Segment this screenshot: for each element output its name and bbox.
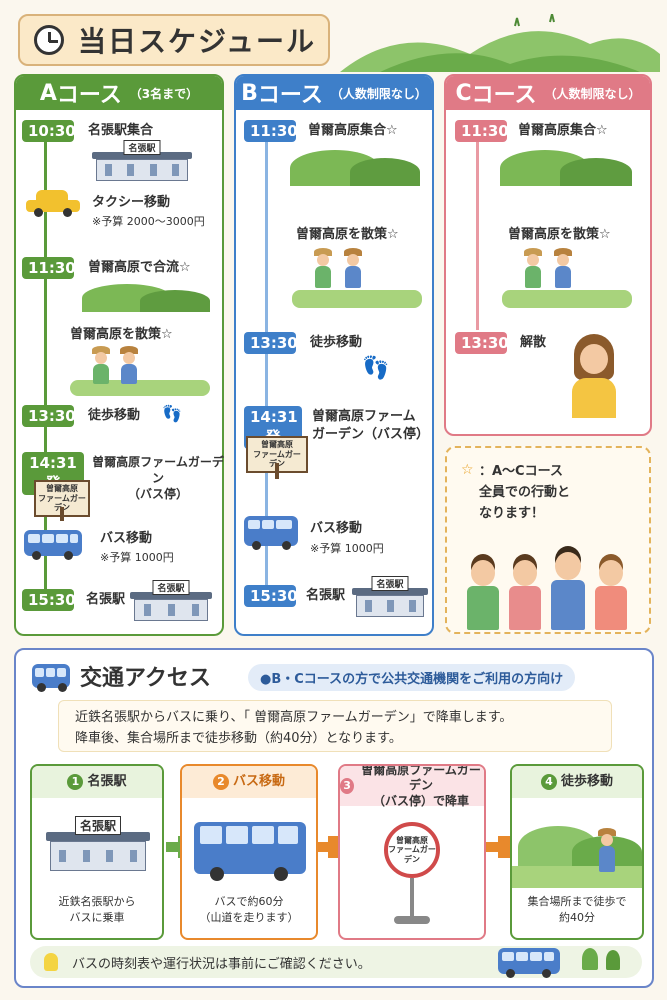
a-step-bus: バス移動 <box>100 531 153 546</box>
waving-girl-illustration <box>560 334 630 418</box>
b-time-1330: 13:30 <box>244 332 298 354</box>
course-b-limit: （人数制限なし） <box>330 86 427 101</box>
course-a-letter: A <box>39 80 57 106</box>
a-bus-icon <box>24 530 82 560</box>
group-people-illustration <box>459 546 639 630</box>
b-nabari-station-icon: 名張駅 <box>352 576 428 617</box>
footer-bus-icon <box>498 948 560 978</box>
a-nabari-station-end-icon: 名張駅 <box>130 580 212 621</box>
a-time-1530: 15:30 <box>22 589 76 611</box>
footprints-icon: 👣 <box>162 404 182 423</box>
access-target-badge: ●B・Cコースの方で公共交通機関をご利用の方向け <box>248 664 576 691</box>
a-time-1330: 13:30 <box>22 405 76 427</box>
b-step-walk-plateau: 曽爾高原を散策☆ <box>296 227 399 242</box>
course-c-letter: C <box>455 80 472 106</box>
b-time-1130: 11:30 <box>244 120 298 142</box>
access-step-2-caption: バスで約60分 （山道を走ります） <box>199 895 299 925</box>
clock-icon <box>34 25 64 55</box>
a-step-meet: 名張駅集合 <box>88 123 154 138</box>
b-step-meet: 曽爾高原集合☆ <box>308 123 398 138</box>
arrow-3-icon <box>486 836 512 858</box>
b-step-nabari: 名張駅 <box>306 588 346 603</box>
a-step-nabari: 名張駅 <box>86 592 126 607</box>
a-step-taxi: タクシー移動 <box>92 195 171 210</box>
a-taxi-budget: ※予算 2000〜3000円 <box>92 215 205 228</box>
taxi-icon <box>26 190 80 217</box>
c-time-1130: 11:30 <box>455 120 509 142</box>
a-step-busstop: 曽爾高原ファームガーデン （バス停） <box>92 455 224 502</box>
lightbulb-icon <box>44 953 58 971</box>
course-b-letter: B <box>241 80 258 106</box>
b-footprints-icon: 👣 <box>362 356 390 381</box>
c-step-walk-plateau: 曽爾高原を散策☆ <box>508 227 611 242</box>
tree-icon <box>582 948 598 970</box>
page-title: 当日スケジュール <box>78 25 317 58</box>
course-c-name: コース <box>471 83 537 108</box>
a-step-walk-plateau: 曽爾高原を散策☆ <box>70 327 173 342</box>
a-bus-budget: ※予算 1000円 <box>100 551 174 564</box>
access-step-1-label: 名張駅 <box>87 773 127 789</box>
access-desc-line2: 降車後、集合場所まで徒歩移動（約40分）となります。 <box>75 731 402 747</box>
a-nabari-station-icon: 名張駅 <box>92 140 192 181</box>
access-step-3-label: 曽爾高原ファームガーデン （バス停）で降車 <box>361 764 481 808</box>
course-c-header: C コース （人数制限なし） <box>446 76 650 110</box>
a-step-walk: 徒歩移動 <box>88 408 141 423</box>
title-banner: 当日スケジュール <box>18 14 330 66</box>
mountains-illustration <box>340 14 660 72</box>
busstop-sign-icon: 曽爾高原 ファームガーデン <box>384 822 440 878</box>
b-bus-budget: ※予算 1000円 <box>310 542 384 555</box>
c-step-meet: 曽爾高原集合☆ <box>518 123 608 138</box>
access-description: 近鉄名張駅からバスに乗り、「 曽爾高原ファームガーデン」で降車します。 降車後、… <box>58 700 612 752</box>
note-text: ：A〜Cコース 全員での行動と なります！ <box>479 464 571 521</box>
course-c-limit: （人数制限なし） <box>544 86 641 101</box>
all-courses-note: ☆ ：A〜Cコース 全員での行動と なります！ <box>445 446 651 634</box>
a-time-1030: 10:30 <box>22 120 76 142</box>
b-bus-icon <box>244 516 298 550</box>
c-time-1330: 13:30 <box>455 332 509 354</box>
b-time-1530: 15:30 <box>244 585 298 607</box>
access-step-2-label: バス移動 <box>232 773 285 789</box>
access-station-icon: 名張駅 <box>46 816 150 871</box>
c-step-dismiss: 解散 <box>520 335 547 350</box>
a-step-join: 曽爾高原で合流☆ <box>88 260 191 275</box>
access-step-bus-icon <box>194 822 306 881</box>
a-hikers-illustration <box>70 346 210 396</box>
b-step-busstop: 曽爾高原ファーム ガーデン（バス停） <box>312 409 430 442</box>
access-bus-icon <box>32 664 70 692</box>
course-a-name: コース <box>56 83 122 108</box>
star-icon: ☆ <box>461 462 474 478</box>
access-step-4-label: 徒歩移動 <box>560 773 613 789</box>
tree-icon <box>606 950 620 970</box>
b-hikers-illustration <box>292 248 422 308</box>
access-section: 交通アクセス ●B・Cコースの方で公共交通機関をご利用の方向け 近鉄名張駅からバ… <box>14 648 654 988</box>
access-step-1-caption: 近鉄名張駅から バスに乗車 <box>58 895 136 925</box>
access-title: 交通アクセス <box>80 666 211 691</box>
access-footer-text: バスの時刻表や運行状況は事前にご確認ください。 <box>72 956 371 972</box>
course-b-header: B コース （人数制限なし） <box>236 76 432 110</box>
course-a-header: A コース （3名まで） <box>16 76 222 110</box>
c-hikers-illustration <box>502 248 632 308</box>
access-desc-line1: 近鉄名張駅からバスに乗り、「 曽爾高原ファームガーデン」で降車します。 <box>75 710 513 725</box>
access-step-4-caption: 集合場所まで徒歩で 約40分 <box>527 895 627 925</box>
a-time-1130: 11:30 <box>22 257 76 279</box>
b-step-walk: 徒歩移動 <box>310 335 363 350</box>
access-footer: バスの時刻表や運行状況は事前にご確認ください。 <box>30 946 642 978</box>
b-step-bus: バス移動 <box>310 521 363 536</box>
course-b-name: コース <box>257 83 323 108</box>
course-a-limit: （3名まで） <box>129 86 199 101</box>
